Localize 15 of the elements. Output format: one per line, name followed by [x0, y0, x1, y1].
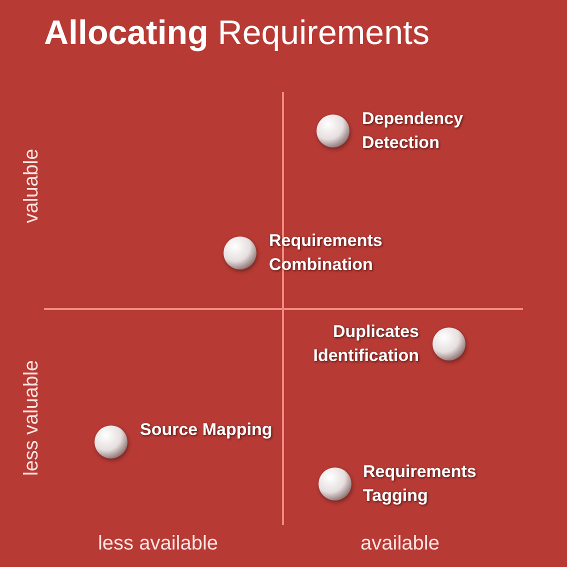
axis-label: less valuable [20, 360, 44, 476]
sphere-marker [315, 113, 351, 149]
axis-label: valuable [20, 148, 44, 224]
sphere-marker [317, 466, 353, 502]
point-label: Requirements Tagging [363, 461, 478, 507]
point-label: Source Mapping [140, 419, 274, 441]
axis-label: available [360, 532, 440, 556]
sphere-marker [222, 235, 258, 271]
axis-label: less available [98, 532, 218, 556]
sphere-marker [93, 424, 129, 460]
title: Allocating Requirements [44, 14, 430, 53]
sphere-marker [431, 326, 467, 362]
point-label: Dependency Detection [362, 108, 464, 154]
point-label: Requirements Combination [269, 230, 384, 276]
point-label: Duplicates Identification [312, 321, 419, 367]
